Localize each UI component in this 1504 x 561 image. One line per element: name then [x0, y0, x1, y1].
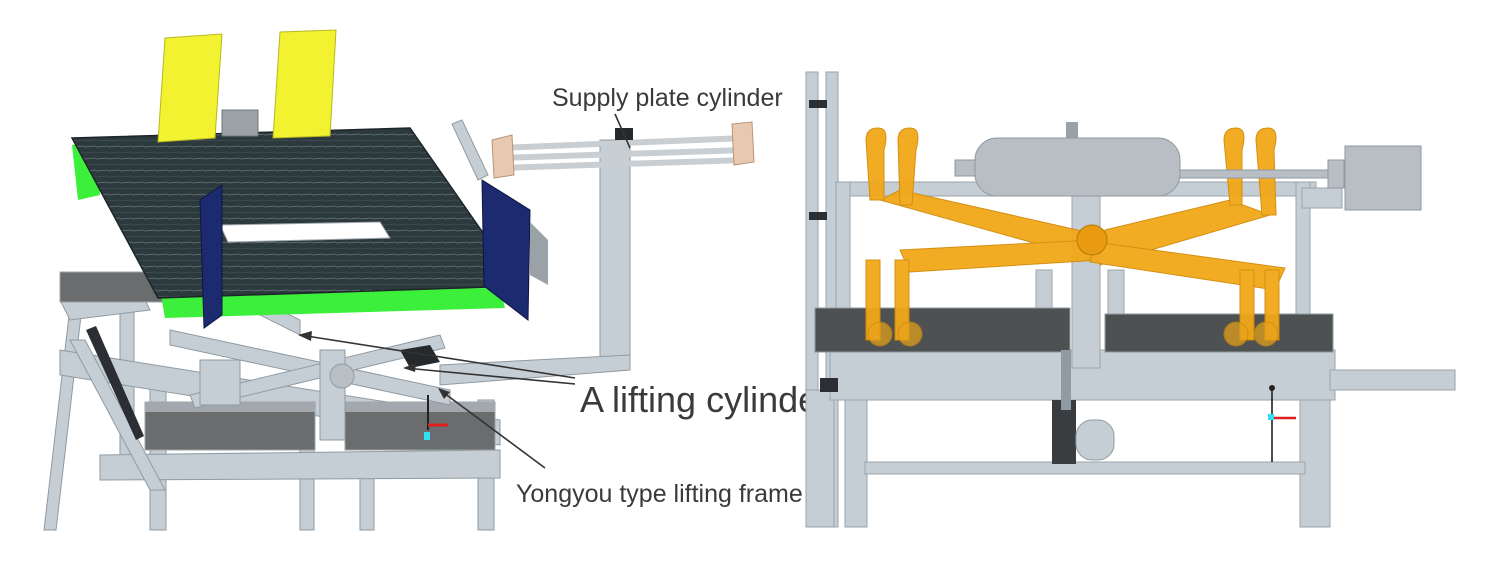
leader-lifting-cylinder-b	[404, 367, 576, 385]
right-scissor-pivot	[1076, 224, 1108, 256]
leader-supply-plate	[614, 113, 631, 149]
left-view	[43, 29, 755, 531]
left-yellow-panels	[157, 29, 337, 143]
right-lower-cylinder	[1052, 350, 1115, 464]
label-lifting-frame: Yongyou type lifting frame	[516, 480, 803, 508]
left-lifting-cylinder-body	[400, 345, 440, 368]
right-axis-marker	[1268, 385, 1296, 462]
label-lifting-cylinder: A lifting cylinder	[580, 379, 830, 420]
right-view	[805, 71, 1456, 528]
left-axis-marker	[424, 395, 448, 440]
right-frame	[805, 71, 1456, 528]
left-plate-opening	[219, 221, 391, 243]
right-scissor-linkage	[865, 127, 1286, 347]
left-blue-guides	[199, 179, 531, 329]
label-supply-plate-cylinder: Supply plate cylinder	[552, 84, 783, 112]
left-supply-plate-cylinder	[439, 119, 755, 386]
right-top-cylinder	[954, 122, 1422, 211]
left-side-box	[530, 222, 548, 285]
leader-arrowheads	[298, 331, 450, 399]
leader-lifting-frame	[439, 389, 546, 469]
leader-lifting-cylinder-a	[299, 334, 576, 379]
leader-lines	[299, 113, 631, 469]
right-conveyor-belt	[814, 307, 1334, 353]
right-post-marks	[809, 100, 838, 392]
